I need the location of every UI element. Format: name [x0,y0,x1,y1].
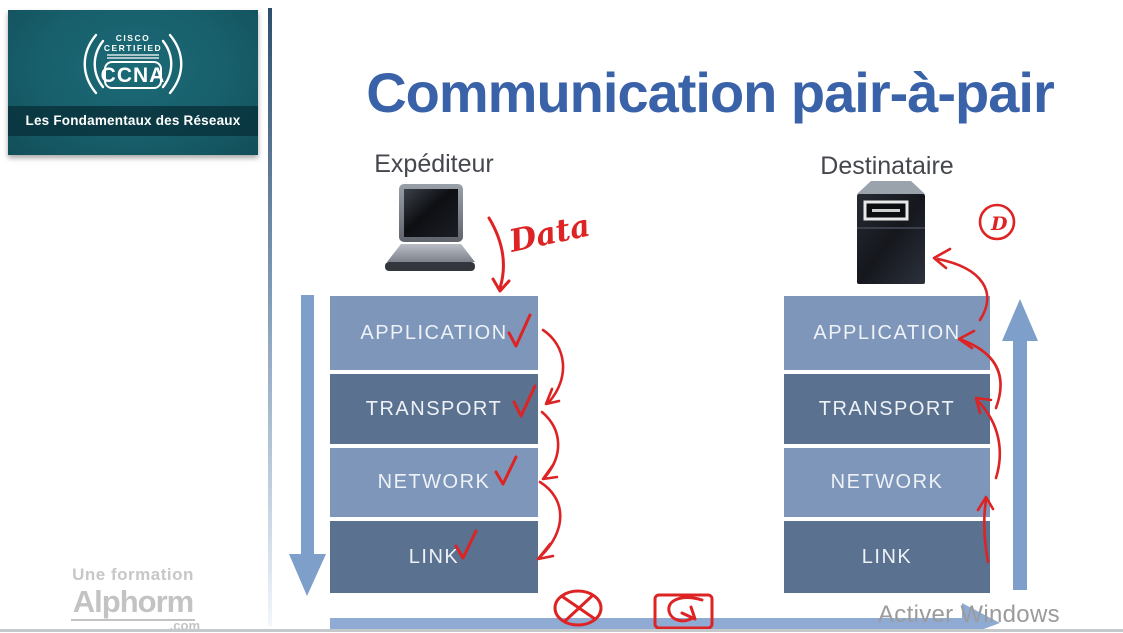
formation-watermark: Une formation [72,565,194,584]
annotation-circled-x [553,589,603,627]
annotation-data-label: Data [505,208,593,260]
down-arrow-icon [289,295,326,596]
sender-layer-transport: TRANSPORT [330,374,538,444]
annotation-frame-arrowhead [680,605,697,621]
receiver-layer-link: LINK [784,521,990,593]
annotation-sender-arc-1 [541,328,565,404]
annotation-sender-arc-3-head [536,542,555,561]
alphorm-name: Alphorm [70,584,196,621]
ccna-logo-icon: CISCO CERTIFIED CCNA [83,33,183,95]
sender-protocol-stack: APPLICATION TRANSPORT NETWORK LINK [330,296,538,593]
receiver-protocol-stack: APPLICATION TRANSPORT NETWORK LINK [784,296,990,593]
course-card: CISCO CERTIFIED CCNA Les Fondamentaux de… [8,10,258,155]
sender-layer-application: APPLICATION [330,296,538,370]
vertical-separator [268,8,272,626]
annotation-sender-arc-2 [540,410,560,479]
annotation-x-stroke-1 [561,595,597,621]
receiver-layer-network: NETWORK [784,448,990,517]
annotation-d-label: D [990,213,1008,235]
server-icon [857,181,925,284]
bottom-edge-strip [0,629,1123,632]
annotation-data-arrowhead [491,277,511,293]
annotation-sender-arc-3 [538,480,562,559]
annotation-frame-box [653,593,714,630]
receiver-label: Destinataire [820,152,954,180]
alphorm-logo: Alphorm .com [38,584,228,633]
sender-layer-link: LINK [330,521,538,593]
annotation-data-arrow [487,216,505,290]
ccna-text: CCNA [101,64,166,87]
annotation-frame-arrow [667,596,704,623]
laptop-icon [385,184,475,271]
cisco-text: CISCO [116,33,150,43]
annotation-receiver-to-server-head [932,247,952,270]
annotation-circled-d [978,203,1016,241]
receiver-layer-transport: TRANSPORT [784,374,990,444]
annotation-sender-arc-2-head [541,463,559,481]
page-title: Communication pair-à-pair [366,61,1055,124]
up-arrow-icon [1002,299,1038,590]
annotation-sender-arc-1-head [544,387,561,406]
course-title: Les Fondamentaux des Réseaux [8,106,258,136]
sender-layer-network: NETWORK [330,448,538,517]
sender-label: Expéditeur [374,150,494,178]
annotation-x-stroke-2 [563,594,594,623]
receiver-layer-application: APPLICATION [784,296,990,370]
windows-activation-watermark: Activer Windows [878,601,1060,628]
certified-text: CERTIFIED [104,43,162,53]
